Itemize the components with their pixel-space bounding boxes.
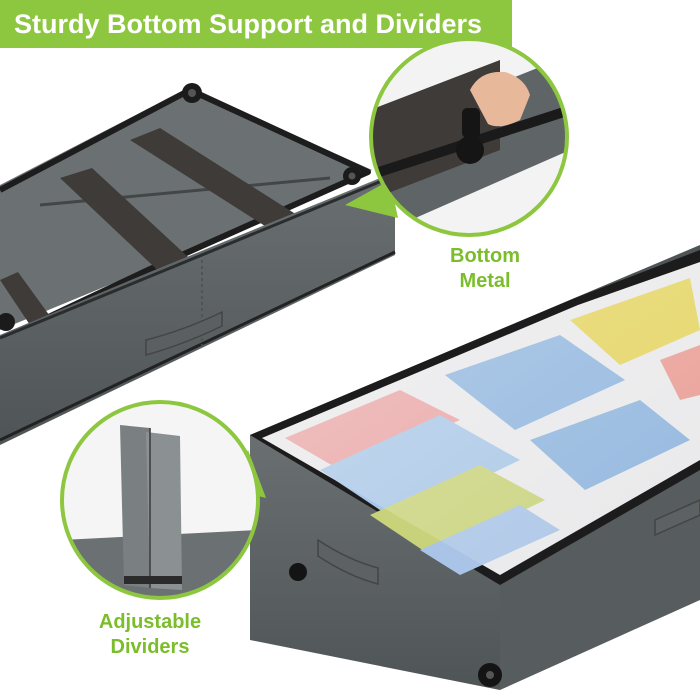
dividers-label-line2: Dividers [110,636,190,658]
bottom-metal-label-line1: Bottom [450,245,520,267]
caster-wheel-icon [478,663,502,687]
fabric-handle-icon [145,310,223,356]
support-strap [60,168,200,280]
closed-storage-box [250,245,700,690]
banner-title: Sturdy Bottom Support and Dividers [14,8,483,39]
bottom-metal-label-line2: Metal [459,270,511,292]
caster-wheel-icon [0,313,15,331]
caster-wheel-icon [182,83,202,103]
fabric-handle-icon [654,499,700,537]
dividers-label-line1: Adjustable [98,611,202,633]
support-strap [130,128,305,233]
fabric-handle-icon [317,538,379,585]
dividers-closeup [60,400,260,600]
bottom-metal-closeup [369,37,569,237]
header-banner: Sturdy Bottom Support and Dividers [0,0,512,48]
caster-wheel-icon [289,563,307,581]
dividers-label: Adjustable Dividers [80,610,220,660]
caster-wheel-icon [343,167,361,185]
open-storage-box [0,83,396,445]
bottom-metal-label: Bottom Metal [432,244,538,294]
